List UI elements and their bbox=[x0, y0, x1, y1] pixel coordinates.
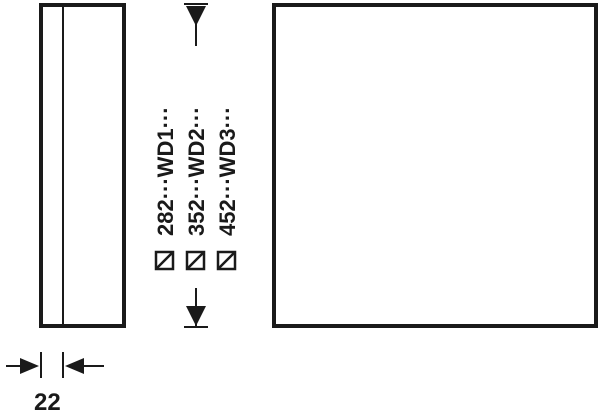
front-view bbox=[272, 3, 598, 328]
diameter-icon-3 bbox=[216, 250, 237, 271]
side-view bbox=[39, 3, 126, 328]
diameter-icon-1 bbox=[154, 250, 175, 271]
arrow-left-icon bbox=[65, 358, 84, 374]
arrow-up-icon bbox=[186, 6, 206, 26]
model-label-1: 282···WD1··· bbox=[153, 106, 178, 236]
diameter-icon-2 bbox=[185, 250, 206, 271]
arrow-down-icon bbox=[186, 306, 206, 326]
arrow-right-icon bbox=[20, 358, 39, 374]
height-dimension bbox=[184, 3, 208, 328]
model-labels: 282···WD1··· 352···WD2··· 452···WD3··· bbox=[153, 106, 240, 271]
model-label-2: 352···WD2··· bbox=[184, 106, 209, 236]
width-dimension: 22 bbox=[6, 352, 104, 415]
width-label: 22 bbox=[34, 389, 61, 415]
model-label-1-text: 282···WD1··· bbox=[153, 106, 178, 236]
side-view-outline bbox=[39, 3, 126, 328]
model-label-2-text: 352···WD2··· bbox=[184, 106, 209, 236]
model-label-3-text: 452···WD3··· bbox=[215, 106, 240, 236]
model-label-3: 452···WD3··· bbox=[215, 106, 240, 236]
